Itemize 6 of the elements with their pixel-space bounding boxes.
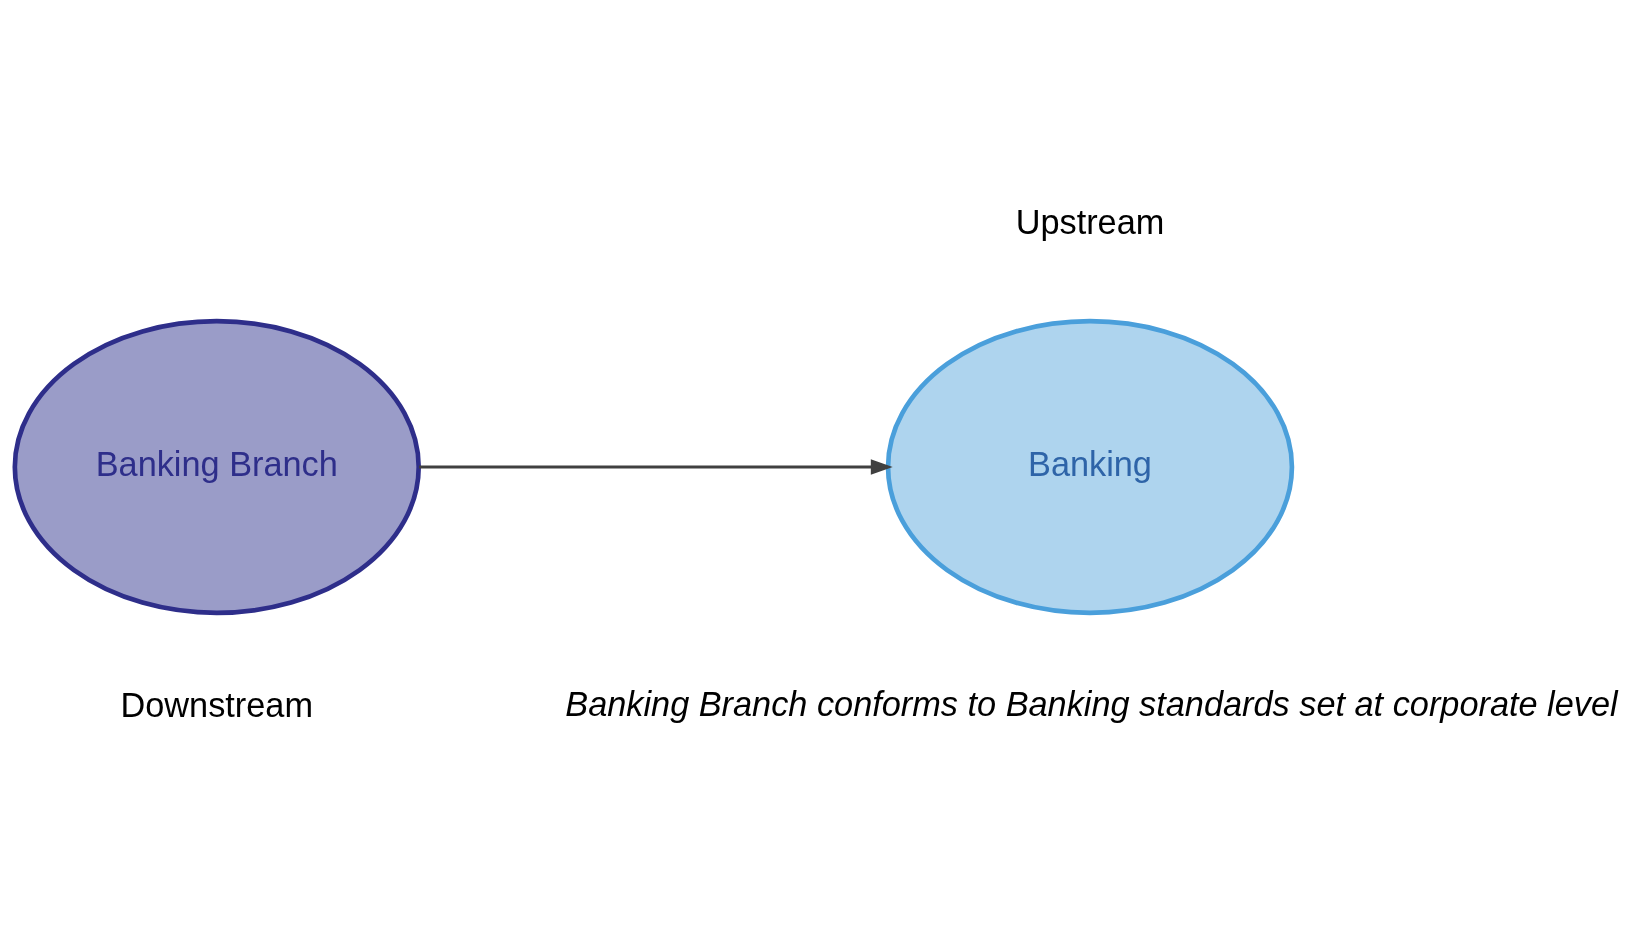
label: Banking Branch conforms to Banking standards set at corporate level [565,684,1618,723]
arrow [419,459,893,475]
node-label: Downstream [120,686,314,725]
node-ellipse: Banking [885,318,1295,616]
node-label: Upstream [1015,203,1165,242]
node-ellipse: Banking Branch [12,318,422,616]
